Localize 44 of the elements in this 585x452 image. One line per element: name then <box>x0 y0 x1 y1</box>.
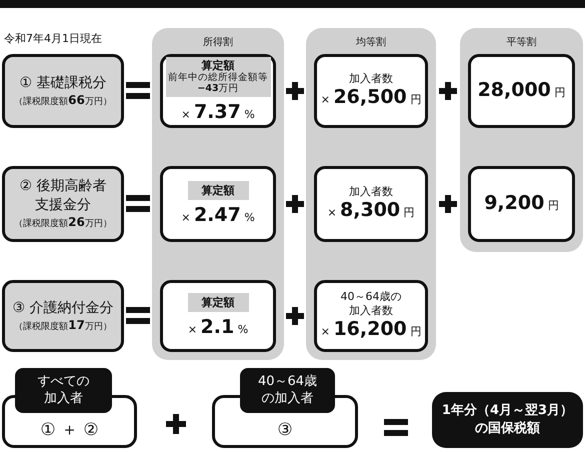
column-band <box>306 28 436 360</box>
category-box <box>2 54 124 128</box>
category-box <box>2 166 124 242</box>
result-box: 1年分（4月～翌3月）の国保税額 <box>432 392 583 448</box>
limit-note: （課税限度額66万円） <box>14 92 112 108</box>
formula-box <box>160 280 276 352</box>
count-label: 加入者数 <box>349 72 393 86</box>
limit-note: （課税限度額17万円） <box>14 316 112 334</box>
count-label: 加入者数 <box>349 184 393 200</box>
formula-value: × 26,500 円 <box>320 86 422 110</box>
limit-note: （課税限度額26万円） <box>14 214 112 231</box>
category-title: ① 基礎課税分 <box>19 74 106 92</box>
group-label: すべての加入者 <box>15 368 112 413</box>
base-note: 前年中の総所得金額等−43万円 <box>168 73 268 95</box>
formula-box <box>314 166 428 242</box>
column-title: 所得割 <box>203 37 233 49</box>
formula-value: × 16,200 円 <box>320 318 422 342</box>
category-title: ③ 介護納付金分 <box>12 298 114 317</box>
column-band <box>152 28 284 360</box>
base-label: 算定額 <box>200 59 236 72</box>
formula-value: × 2.1 % <box>188 316 248 340</box>
formula-value: × 7.37 % <box>181 100 255 125</box>
formula-value: 28,000 円 <box>478 79 566 103</box>
date-label: 令和7年4月1日現在 <box>4 32 102 46</box>
formula-text: ① ＋ ② <box>40 420 99 441</box>
formula-value: × 8,300 円 <box>327 199 415 224</box>
column-band <box>460 28 583 252</box>
formula-box <box>314 54 428 128</box>
formula-box <box>468 166 575 242</box>
formula-text: ③ <box>277 420 293 441</box>
category-title: ② 後期高齢者支援金分 <box>18 177 108 214</box>
base-label: 算定額 <box>188 292 248 312</box>
column-title: 均等割 <box>356 37 386 49</box>
formula-box <box>160 166 276 242</box>
group-label: 40～64歳の加入者 <box>240 368 335 413</box>
column-title: 平等割 <box>506 37 536 49</box>
base-label: 算定額 <box>188 180 248 200</box>
formula-box <box>314 280 428 352</box>
formula-box <box>160 54 276 128</box>
formula-box <box>468 54 575 128</box>
category-box <box>2 280 124 352</box>
count-label: 40～64歳の加入者数 <box>340 290 402 318</box>
formula-value: × 2.47 % <box>181 204 255 228</box>
formula-value: 9,200 円 <box>484 192 559 216</box>
